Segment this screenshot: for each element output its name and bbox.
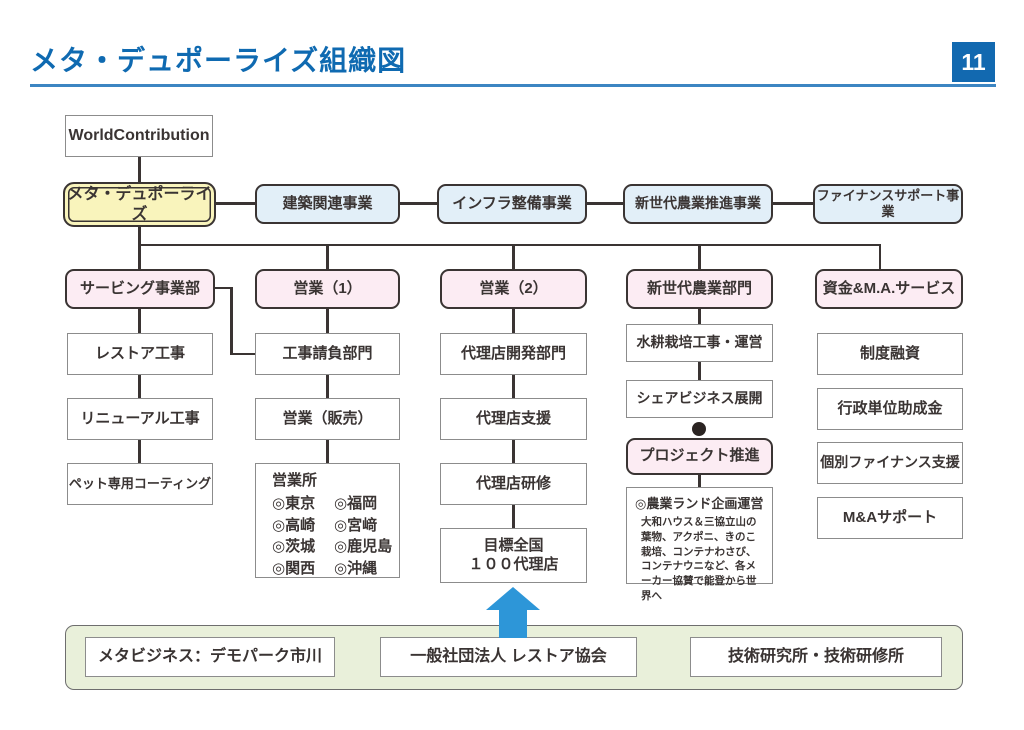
connector [512, 440, 515, 463]
node-agri-land: ◎農業ランド企画運営 大和ハウス＆三協立山の葉物、アクポニ、きのこ栽培、コンテナ… [626, 487, 773, 602]
connector [773, 202, 813, 205]
connector [400, 202, 437, 205]
connector-elbow [215, 286, 232, 289]
node-individual-finance: 個別ファイナンス支援 [817, 442, 963, 484]
connector [326, 243, 329, 270]
node-agency-support: 代理店支援 [440, 398, 587, 440]
connector [587, 202, 623, 205]
up-arrow-icon [499, 608, 527, 638]
connector [326, 375, 329, 398]
connector [512, 309, 515, 333]
node-sales-retail: 営業（販売） [255, 398, 400, 440]
node-institutional-loans: 制度融資 [817, 333, 963, 375]
office-item: ◎高崎 [272, 516, 316, 534]
page-title: メタ・デュポーライズ組織図 [30, 45, 407, 76]
node-business-infrastructure: インフラ整備事業 [437, 184, 587, 224]
office-item: ◎宮﨑 [334, 516, 378, 534]
connector [878, 243, 881, 270]
node-restore-association: 一般社団法人 レストア協会 [380, 637, 637, 677]
node-sales-offices: 営業所 ◎東京 ◎福岡 ◎高崎 ◎宮﨑 ◎茨城 ◎鹿児島 ◎関西 ◎沖縄 [255, 463, 400, 578]
node-meta-business-demopark: メタビジネス：デモパーク市川 [85, 637, 335, 677]
node-renewal-works: リニューアル工事 [67, 398, 213, 440]
node-share-business: シェアビジネス展開 [626, 380, 773, 418]
connector [138, 243, 141, 270]
connector [698, 243, 701, 270]
office-item: ◎茨城 [272, 538, 316, 556]
connector [138, 157, 141, 183]
up-arrow-icon [486, 587, 540, 610]
node-company: メタ・デュポーライズ [63, 182, 216, 227]
node-goal-100-agencies: 目標全国 １００代理店 [440, 528, 587, 583]
office-item: ◎関西 [272, 560, 316, 577]
connector [326, 440, 329, 463]
node-business-agriculture: 新世代農業推進事業 [623, 184, 773, 224]
connector [215, 202, 255, 205]
node-agency-development: 代理店開発部門 [440, 333, 587, 375]
office-item: ◎沖縄 [334, 560, 378, 577]
title-underline [30, 84, 996, 87]
node-hydroponics: 水耕栽培工事・運営 [626, 324, 773, 362]
junction-dot [692, 422, 706, 436]
node-ma-support: M&Aサポート [817, 497, 963, 539]
goal-line1: 目標全国 [483, 536, 544, 554]
node-division-funds-ma: 資金&M.A.サービス [815, 269, 963, 309]
node-contract-works-dept: 工事請負部門 [255, 333, 400, 375]
agri-land-heading: ◎農業ランド企画運営 [635, 496, 764, 511]
offices-heading: 営業所 [272, 472, 318, 489]
connector [138, 226, 141, 245]
node-government-subsidies: 行政単位助成金 [817, 388, 963, 430]
connector [698, 309, 701, 324]
node-pet-coating: ペット専用コーティング [67, 463, 213, 505]
office-item: ◎鹿児島 [334, 538, 393, 556]
connector [698, 362, 701, 380]
connector-elbow [230, 352, 255, 355]
connector [138, 375, 141, 398]
connector [698, 475, 701, 487]
connector-elbow [230, 286, 233, 355]
connector [512, 375, 515, 398]
node-division-agri: 新世代農業部門 [626, 269, 773, 309]
offices-list: ◎東京 ◎福岡 ◎高崎 ◎宮﨑 ◎茨城 ◎鹿児島 ◎関西 ◎沖縄 [272, 495, 392, 579]
connector [138, 309, 141, 333]
connector [512, 505, 515, 528]
node-division-sales1: 営業（1） [255, 269, 400, 309]
office-item: ◎東京 [272, 494, 316, 512]
node-division-sales2: 営業（2） [440, 269, 587, 309]
connector-trunk [138, 243, 881, 246]
office-item: ◎福岡 [334, 494, 378, 512]
node-project-promotion: プロジェクト推進 [626, 438, 773, 475]
connector [326, 309, 329, 333]
node-tech-institute: 技術研究所・技術研修所 [690, 637, 942, 677]
node-business-finance-support: ファイナンスサポート事業 [813, 184, 963, 224]
connector [512, 243, 515, 270]
node-agency-training: 代理店研修 [440, 463, 587, 505]
node-business-construction: 建築関連事業 [255, 184, 400, 224]
goal-line2: １００代理店 [468, 555, 559, 573]
connector [138, 440, 141, 463]
node-world-contribution: WorldContribution [65, 115, 213, 157]
node-division-serving: サービング事業部 [65, 269, 215, 309]
agri-land-body: 大和ハウス＆三協立山の葉物、アクポニ、きのこ栽培、コンテナわさび、コンテナウニな… [641, 516, 757, 602]
page-number-badge: 11 [952, 42, 995, 82]
node-restore-works: レストア工事 [67, 333, 213, 375]
